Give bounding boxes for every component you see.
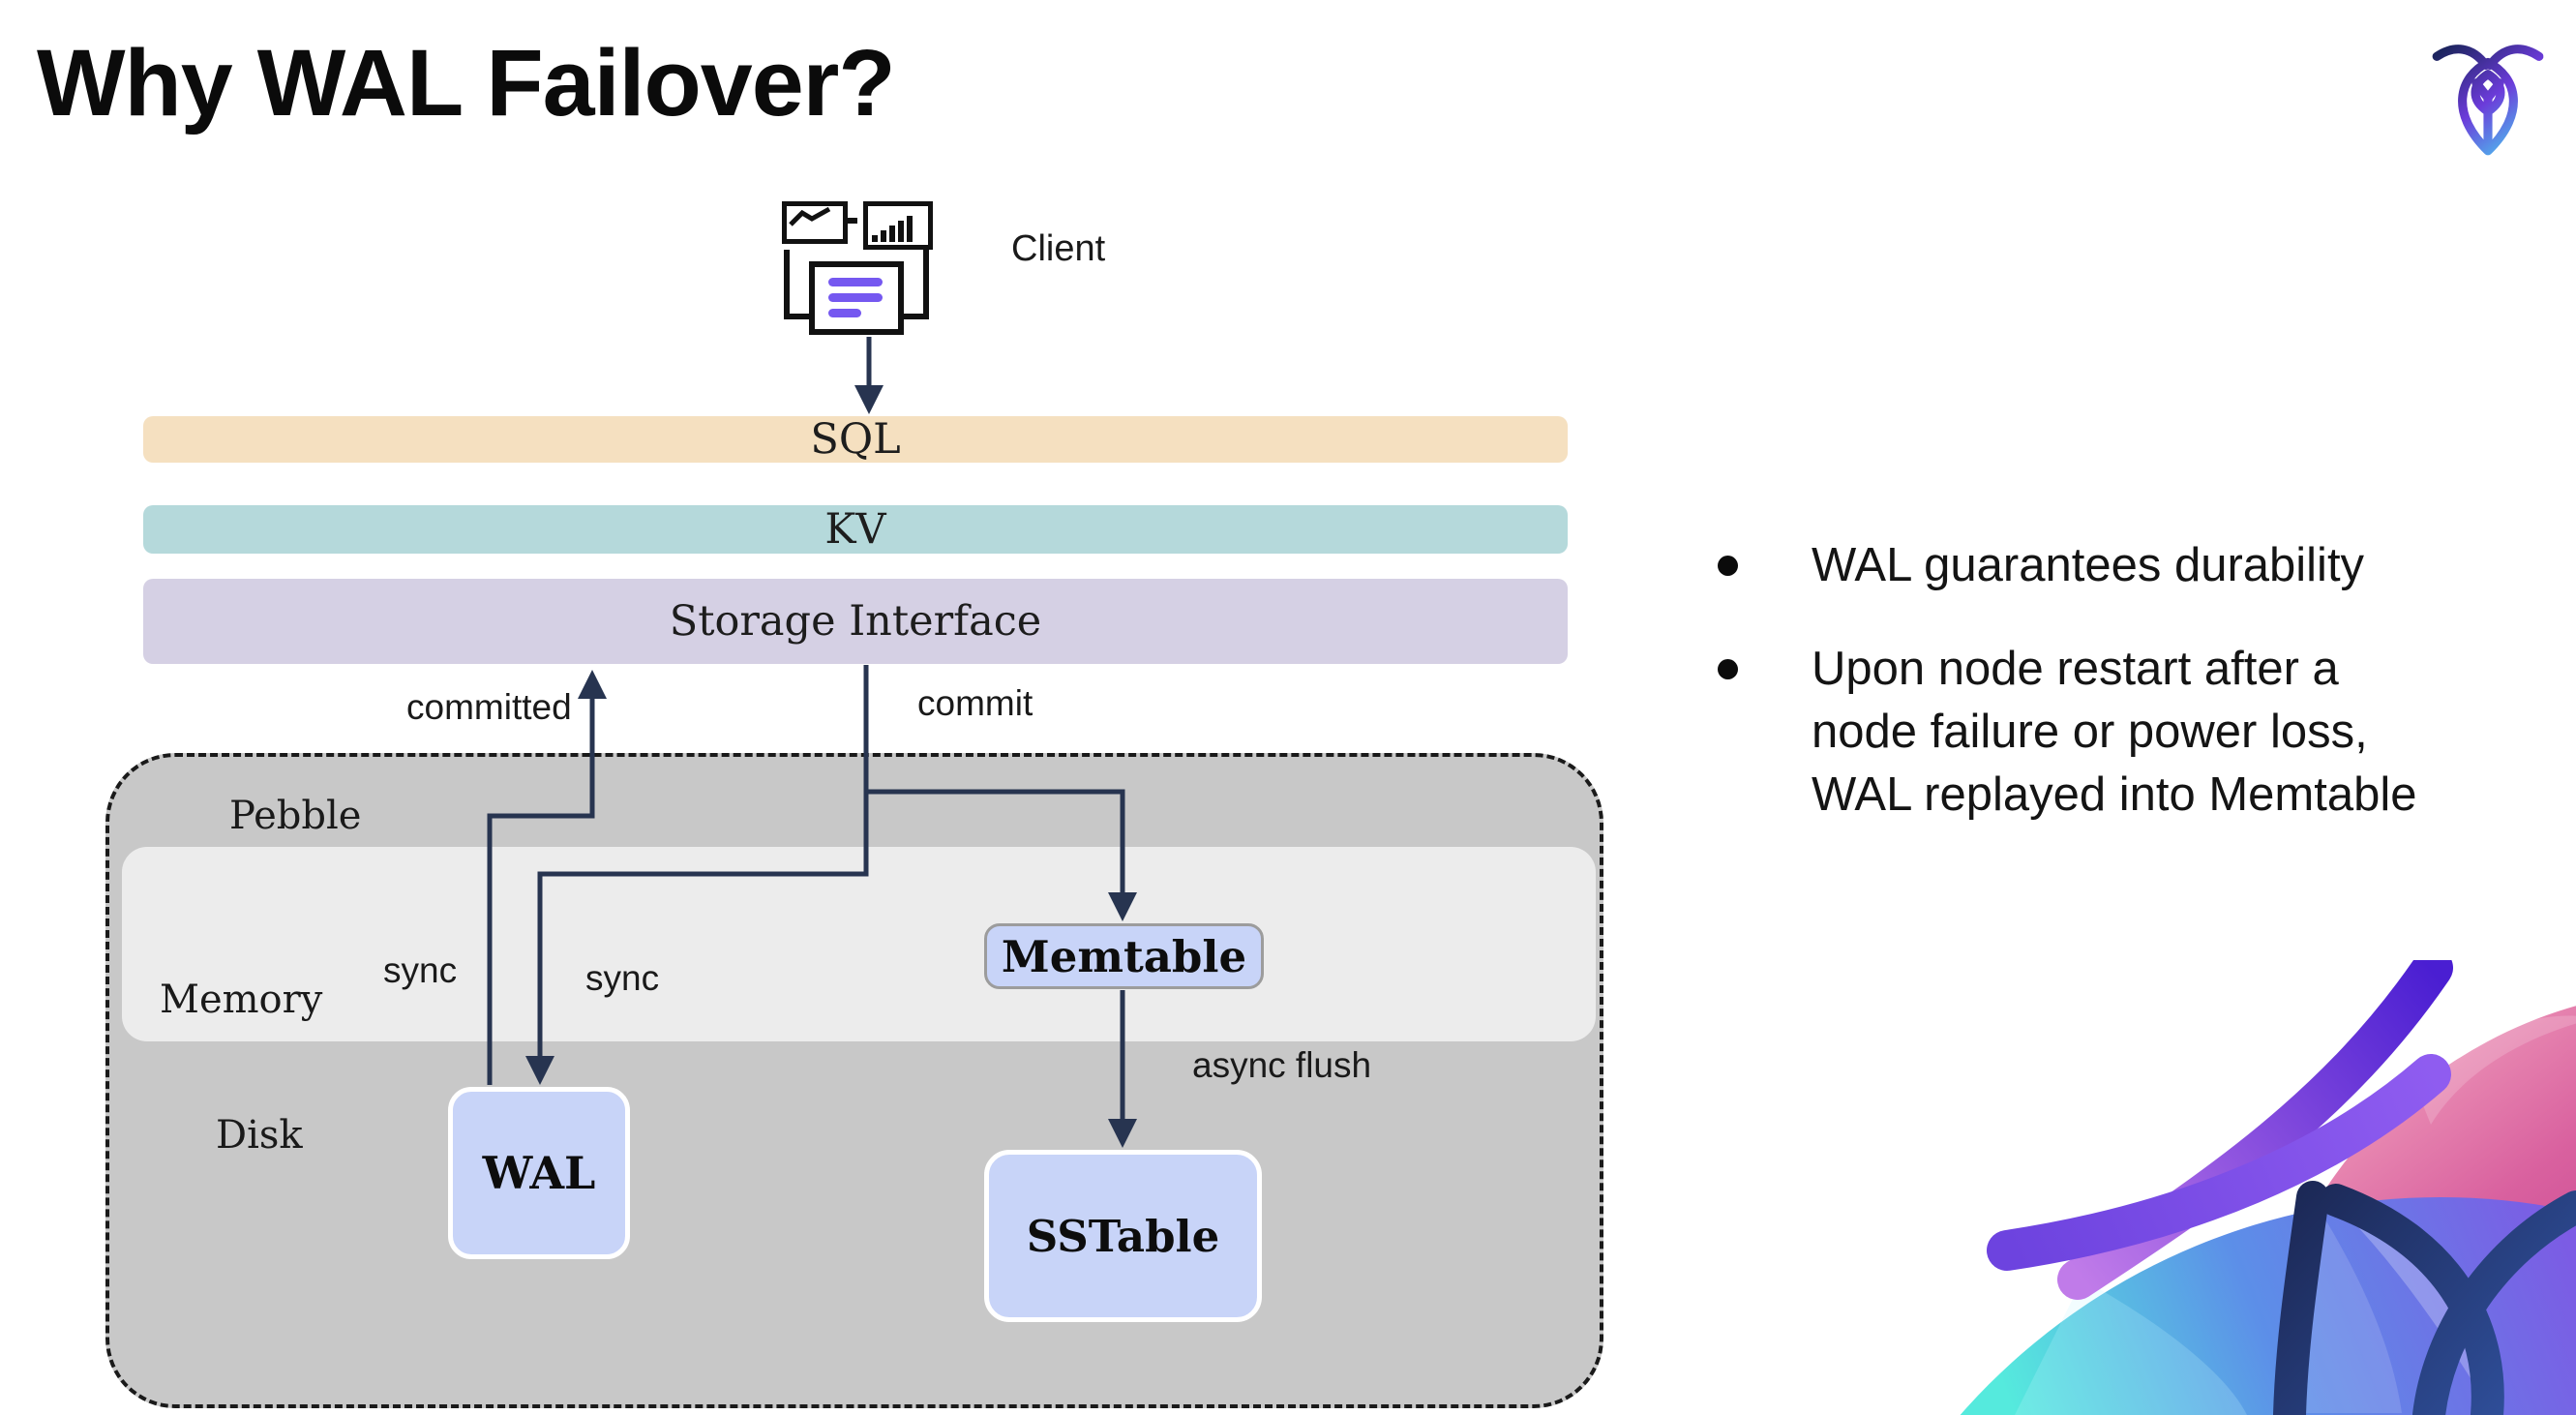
antenna-arc-right bbox=[1987, 1054, 2451, 1271]
sql-layer-bar: SQL bbox=[143, 415, 1568, 464]
memtable-box: Memtable bbox=[984, 923, 1264, 989]
bullet-dot bbox=[1718, 659, 1738, 679]
sync-left-edge-label: sync bbox=[383, 950, 458, 990]
sstable-box-label: SSTable bbox=[1026, 1210, 1220, 1262]
document-screen-icon bbox=[809, 261, 904, 335]
right-bracket bbox=[904, 250, 929, 319]
storage-interface-label: Storage Interface bbox=[669, 597, 1042, 646]
bar-chart-screen-icon bbox=[863, 201, 933, 250]
bullet-item: Upon node restart after a node failure o… bbox=[1689, 638, 2560, 827]
kv-layer-label: KV bbox=[824, 505, 886, 554]
line-chart-screen-icon bbox=[782, 201, 848, 244]
client-label: Client bbox=[1011, 228, 1106, 269]
page-title: Why WAL Failover? bbox=[37, 30, 896, 135]
memory-zone-label: Memory bbox=[160, 978, 323, 1022]
memtable-box-label: Memtable bbox=[1001, 930, 1247, 982]
memory-zone bbox=[122, 847, 1596, 1041]
commit-edge-label: commit bbox=[917, 683, 1033, 723]
bullet-item: WAL guarantees durability bbox=[1689, 534, 2560, 597]
sstable-box: SSTable bbox=[984, 1150, 1262, 1322]
bullet-text: WAL guarantees durability bbox=[1812, 539, 2365, 591]
bullet-list: WAL guarantees durability Upon node rest… bbox=[1689, 534, 2560, 867]
async-flush-edge-label: async flush bbox=[1192, 1045, 1372, 1085]
pebble-label: Pebble bbox=[229, 794, 362, 838]
wal-box-label: WAL bbox=[482, 1147, 596, 1199]
left-bracket bbox=[784, 250, 809, 319]
client-devices-icon bbox=[780, 199, 935, 335]
cockroachdb-logo-icon bbox=[2432, 45, 2544, 156]
bullet-text: Upon node restart after a node failure o… bbox=[1812, 643, 2417, 821]
sync-right-edge-label: sync bbox=[585, 958, 660, 998]
bullet-dot bbox=[1718, 556, 1738, 576]
kv-layer-bar: KV bbox=[143, 505, 1568, 554]
leaf-vein-stroke bbox=[2320, 1184, 2504, 1415]
committed-edge-label: committed bbox=[406, 687, 572, 727]
storage-interface-layer-bar: Storage Interface bbox=[143, 579, 1568, 664]
sql-layer-label: SQL bbox=[810, 415, 901, 464]
leaf-edge-stroke bbox=[2412, 1190, 2576, 1415]
connector-dash bbox=[848, 218, 857, 224]
disk-zone-label: Disk bbox=[216, 1113, 303, 1158]
leaf-stem-stroke bbox=[2273, 1181, 2329, 1415]
wal-box: WAL bbox=[448, 1087, 630, 1259]
brand-art-decoration bbox=[1960, 960, 2576, 1415]
pebble-container: Pebble Memory Disk bbox=[105, 753, 1603, 1408]
